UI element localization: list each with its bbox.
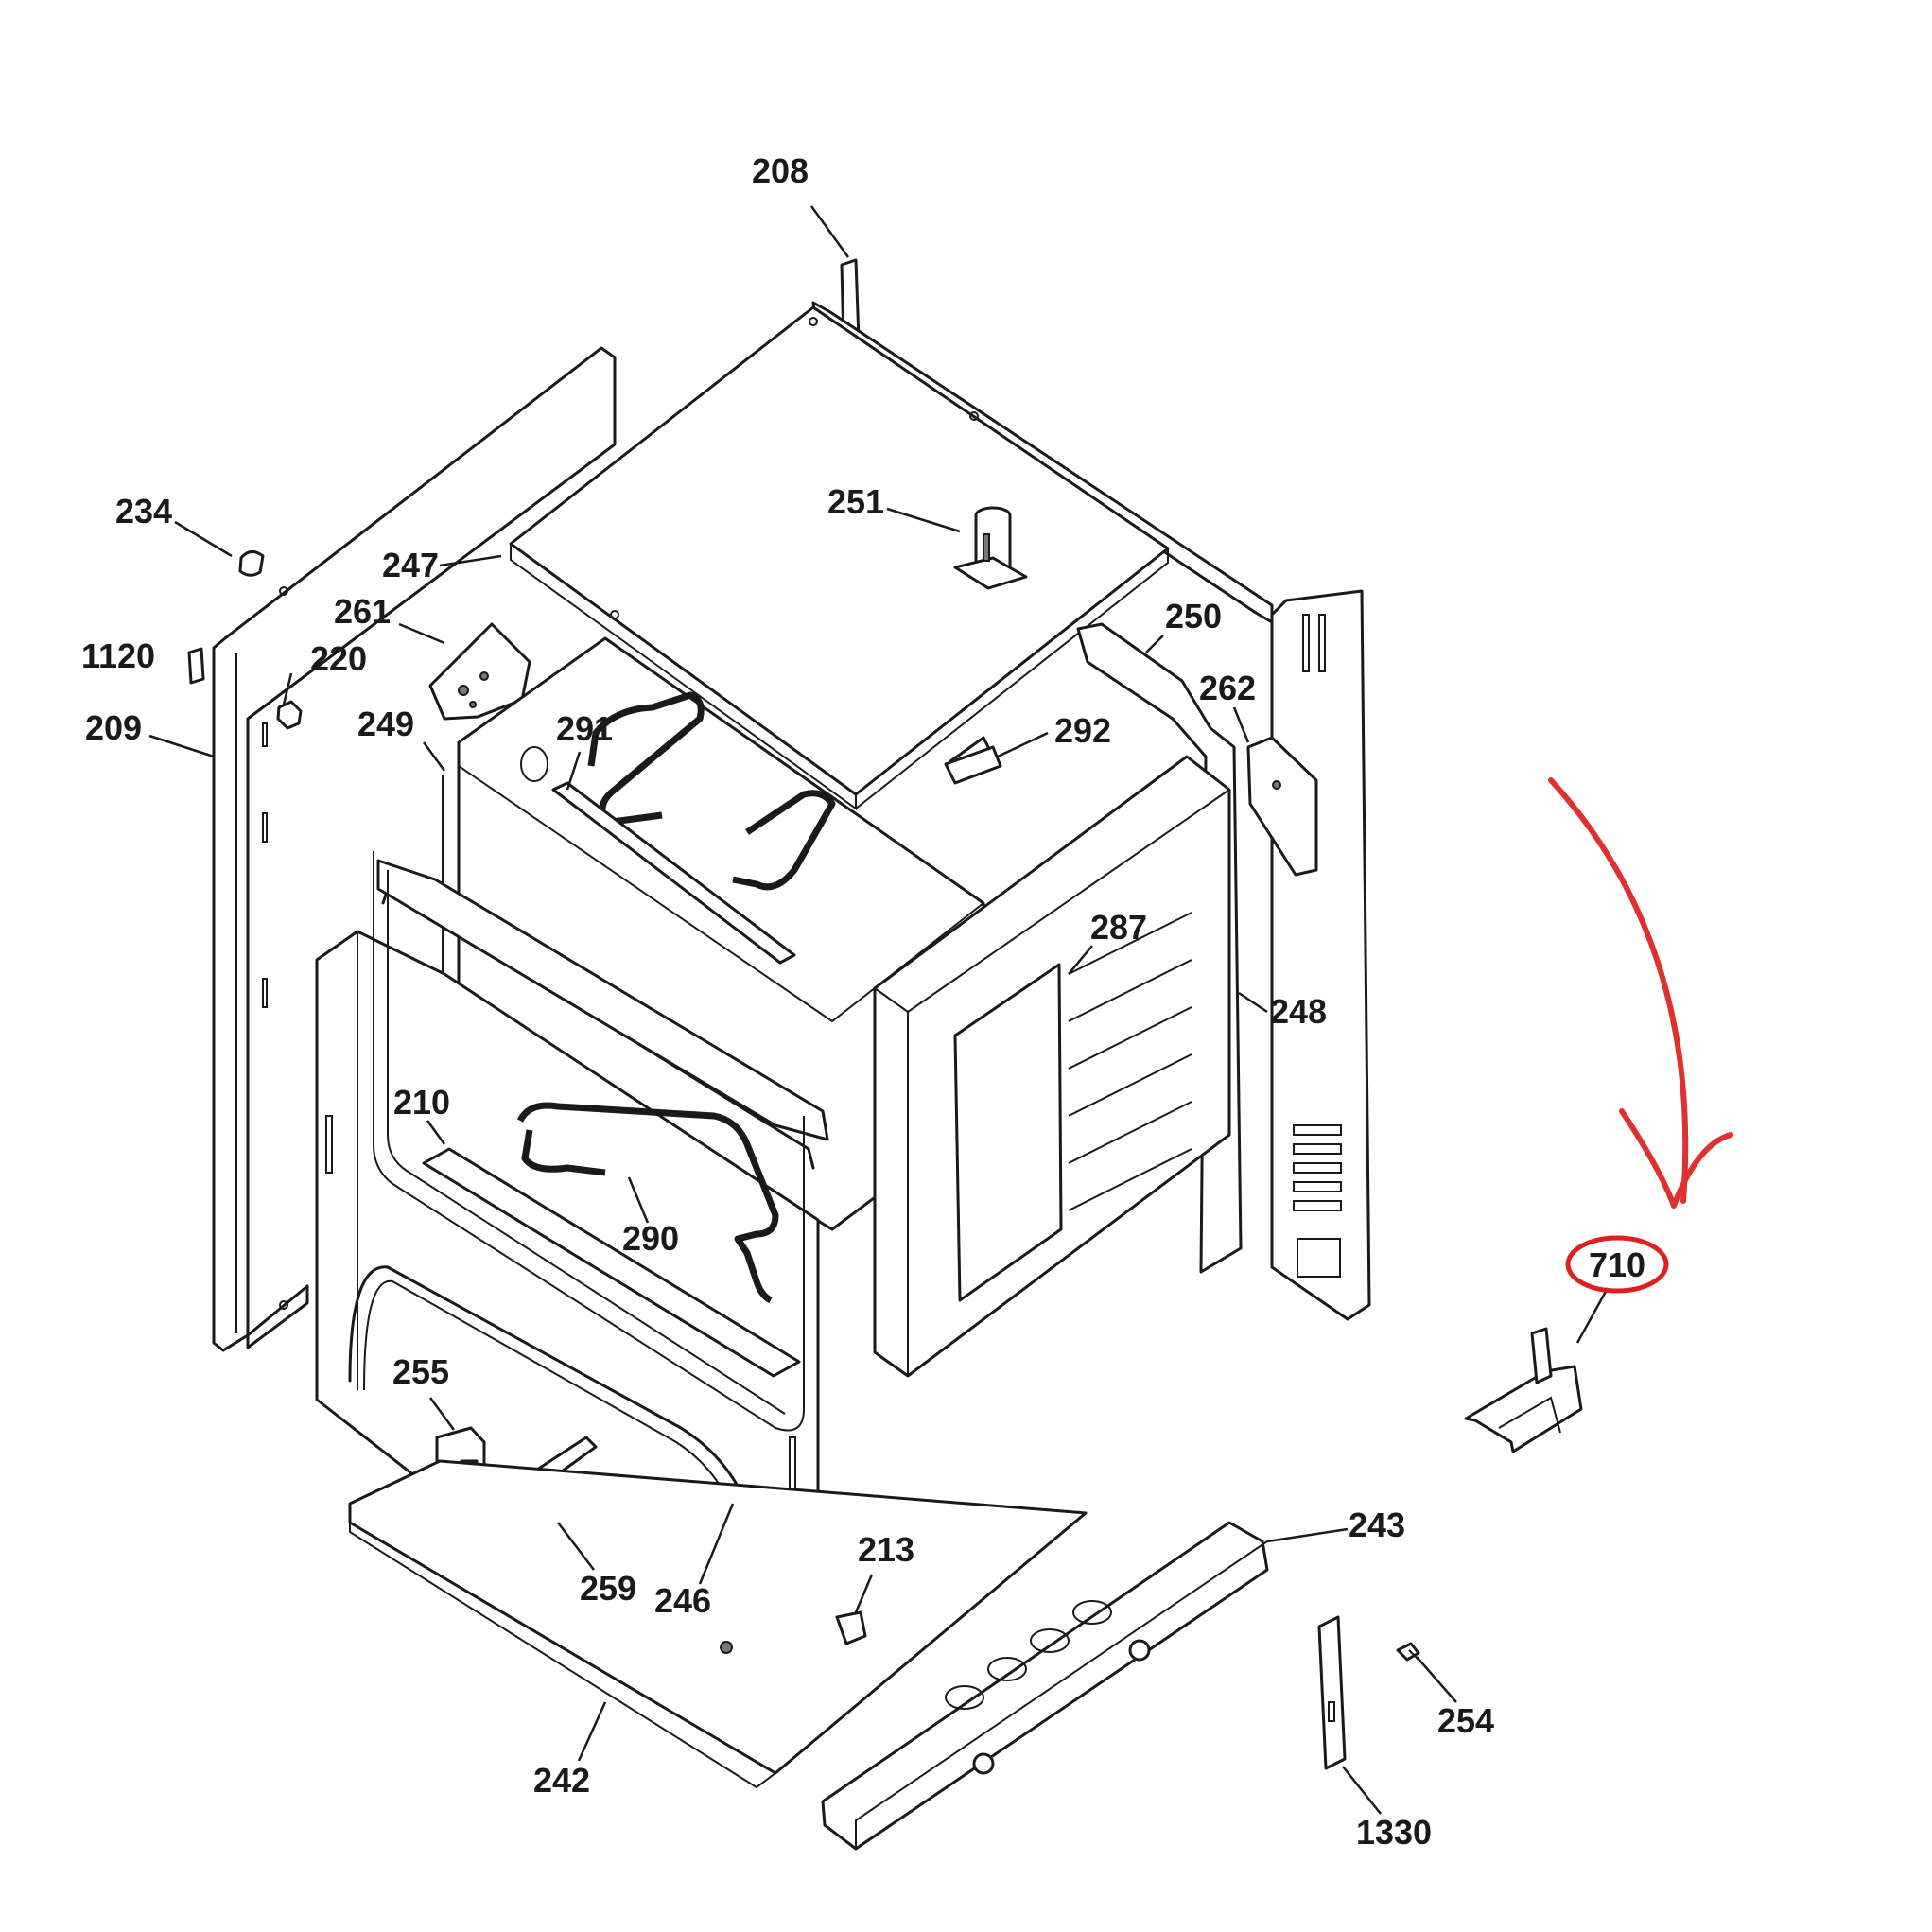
- callout-248: 248: [1270, 992, 1327, 1031]
- callout-234: 234: [115, 492, 172, 531]
- part-1330-post: [1317, 1615, 1347, 1770]
- callout-220: 220: [310, 639, 367, 678]
- part-209-left-side-panel: [212, 346, 617, 1352]
- part-242-bottom-pan: [348, 1459, 1088, 1789]
- part-220-nut: [276, 700, 303, 730]
- callout-209: 209: [85, 708, 142, 747]
- part-251-vent-tube: [953, 506, 1028, 590]
- part-292-element-bracket: [944, 736, 1002, 785]
- callout-242: 242: [533, 1761, 590, 1800]
- part-234-plug: [238, 550, 265, 577]
- part-291-broil-element: [551, 691, 836, 965]
- callout-291: 291: [556, 709, 613, 748]
- part-710-bracket: [1464, 1327, 1583, 1453]
- part-287-heat-shield: [873, 755, 1231, 1378]
- callout-labels: 208 234 247 251 261 1120 220 250 209 249…: [81, 151, 1645, 1852]
- leader-lines: [148, 205, 1610, 1815]
- part-262-insulation-block: [1246, 736, 1318, 877]
- callout-246: 246: [654, 1581, 711, 1620]
- callout-287: 287: [1090, 908, 1147, 947]
- callout-254: 254: [1437, 1701, 1494, 1740]
- callout-261: 261: [334, 592, 391, 631]
- callout-251: 251: [827, 482, 884, 521]
- callout-1120: 1120: [81, 636, 155, 675]
- callout-243: 243: [1349, 1506, 1405, 1544]
- callout-1330: 1330: [1356, 1813, 1432, 1852]
- part-213-clip: [835, 1610, 867, 1645]
- callout-262: 262: [1199, 669, 1256, 707]
- callout-213: 213: [858, 1530, 914, 1569]
- red-annotation-arrow: [1548, 777, 1733, 1209]
- part-290-bake-element: [422, 1102, 801, 1378]
- callout-247: 247: [382, 546, 439, 584]
- callout-710: 710: [1589, 1245, 1645, 1284]
- callout-208: 208: [752, 151, 809, 190]
- callout-255: 255: [392, 1352, 449, 1391]
- part-247-top-panel: [509, 305, 1170, 810]
- part-254-screw: [1396, 1642, 1420, 1662]
- callout-292: 292: [1054, 711, 1111, 750]
- part-1120-clip: [187, 647, 205, 685]
- part-248-right-side-panel: [1270, 589, 1371, 1321]
- callout-259: 259: [580, 1569, 636, 1608]
- callout-250: 250: [1165, 597, 1222, 635]
- part-261-insulation: [428, 622, 531, 721]
- highlight-ring-710: [1565, 1235, 1669, 1294]
- callout-290: 290: [622, 1219, 679, 1258]
- callout-249: 249: [357, 705, 414, 743]
- part-243-base-rail: [821, 1521, 1269, 1851]
- callout-210: 210: [393, 1083, 450, 1122]
